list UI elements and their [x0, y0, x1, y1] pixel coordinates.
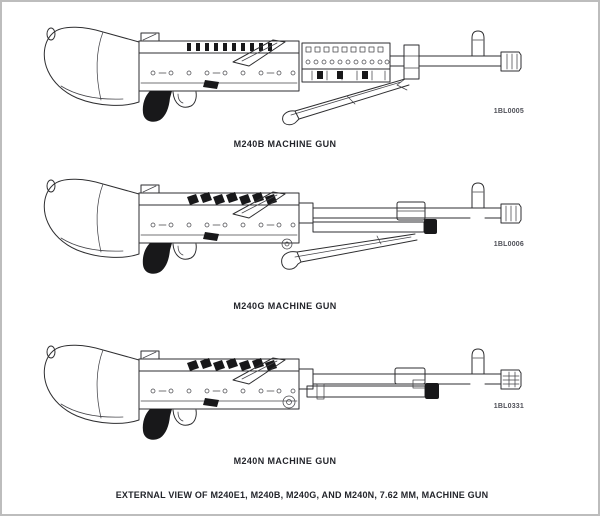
pistol-grip	[142, 243, 197, 274]
flash-hider	[500, 369, 522, 390]
gas-block	[389, 44, 420, 80]
m240b-machine-gun-illustration	[43, 26, 522, 126]
folded-bipod	[281, 233, 418, 270]
figure-id-label: 1BL0006	[493, 241, 524, 248]
flash-hider	[500, 51, 522, 72]
forend-rail	[301, 68, 391, 83]
buttstock	[43, 26, 140, 106]
figure-caption: M240N MACHINE GUN	[233, 456, 337, 466]
m240g-machine-gun-illustration	[43, 178, 522, 274]
front-sight	[471, 182, 485, 209]
barrel-assembly	[298, 201, 502, 224]
figure-caption: M240B MACHINE GUN	[233, 139, 337, 149]
buttstock	[43, 178, 140, 258]
folded-bipod	[282, 78, 410, 126]
carrying-handle	[232, 191, 286, 219]
m240n-machine-gun-illustration	[43, 344, 522, 440]
buttstock	[43, 344, 140, 424]
gas-tube	[312, 219, 437, 234]
receiver	[138, 350, 300, 410]
flash-hider	[500, 203, 522, 224]
carrying-handle	[232, 39, 286, 67]
front-sight	[471, 30, 485, 57]
pistol-grip	[142, 409, 197, 440]
carrying-handle	[232, 357, 286, 385]
gas-tube	[282, 383, 439, 409]
figure-id-label: 1BL0005	[493, 108, 524, 115]
front-sight	[471, 348, 485, 375]
figure-id-label: 1BL0331	[493, 403, 524, 410]
pistol-grip	[142, 91, 197, 122]
heat-shield	[301, 42, 391, 70]
page-footer-caption: EXTERNAL VIEW OF M240E1, M240B, M240G, A…	[115, 490, 489, 500]
figure-caption: M240G MACHINE GUN	[233, 301, 337, 311]
receiver	[138, 32, 300, 92]
receiver	[138, 184, 300, 244]
barrel-assembly	[298, 367, 502, 390]
barrel	[418, 55, 502, 67]
